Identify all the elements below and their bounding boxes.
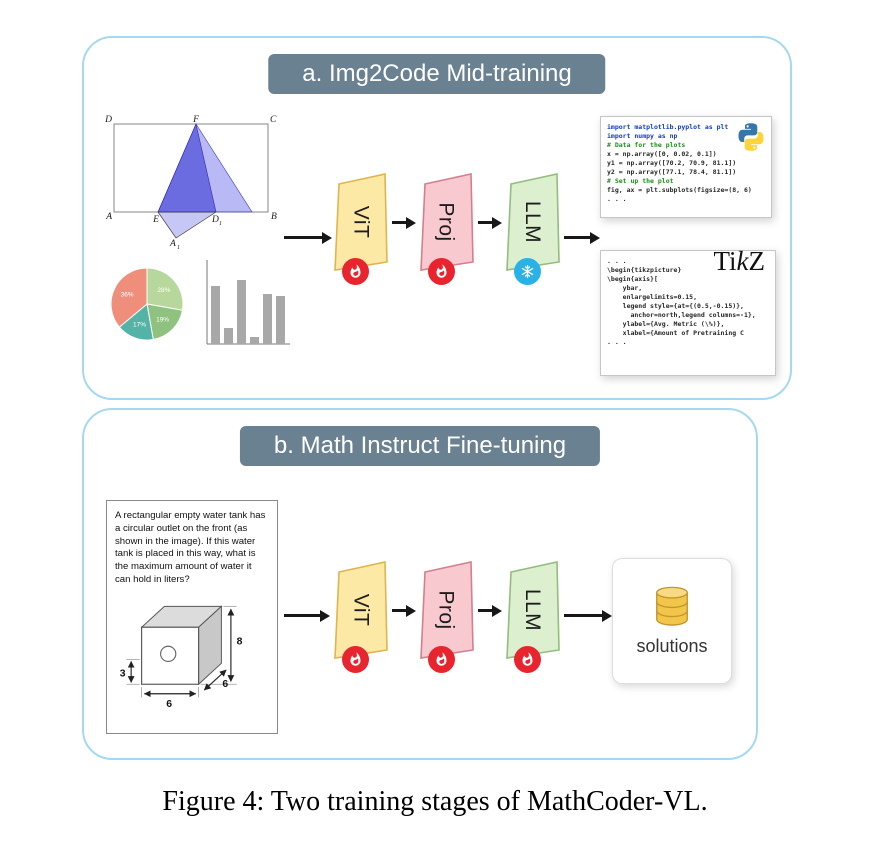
fire-icon bbox=[342, 646, 369, 673]
code-line: # Data for the plots bbox=[607, 141, 686, 149]
pie-slice-label: 36% bbox=[121, 292, 134, 299]
pie-slice-label: 19% bbox=[156, 317, 169, 324]
flow-arrow bbox=[284, 609, 330, 622]
dimension-label-width: 6 bbox=[166, 699, 172, 710]
figure-caption: Figure 4: Two training stages of MathCod… bbox=[162, 786, 708, 817]
code-line: # Set up the plot bbox=[607, 177, 674, 185]
math-problem-box: A rectangular empty water tank has a cir… bbox=[106, 500, 278, 734]
database-icon bbox=[656, 586, 688, 626]
code-line: fig, ax = plt.subplots(figsize=(8, 6) bbox=[607, 186, 752, 194]
code-line: ybar, bbox=[607, 284, 643, 292]
math-problem-text: A rectangular empty water tank has a cir… bbox=[115, 510, 266, 585]
code-line: . . . bbox=[607, 195, 627, 203]
dimension-label-depth: 6 bbox=[222, 679, 228, 690]
python-logo-icon bbox=[736, 122, 766, 152]
fire-icon bbox=[428, 258, 455, 285]
geo-label: D bbox=[104, 115, 112, 125]
geo-label: A bbox=[105, 212, 112, 222]
fire-icon bbox=[514, 646, 541, 673]
geo-label-sub: 1 bbox=[177, 245, 180, 250]
llm-block: LLM bbox=[502, 560, 562, 673]
vit-label: ViT bbox=[349, 593, 372, 627]
code-line: import numpy as np bbox=[607, 132, 678, 140]
code-line: y1 = np.array([70.2, 70.9, 81.1]) bbox=[607, 159, 737, 167]
proj-block: Proj bbox=[416, 172, 476, 285]
code-line: enlargelimits=0.15, bbox=[607, 293, 698, 301]
panel-math-instruct-finetuning: b. Math Instruct Fine-tuning A rectangul… bbox=[82, 408, 758, 760]
code-line: ylabel={Avg. Metric (\%)}, bbox=[607, 320, 725, 328]
code-line: \begin{tikzpicture} bbox=[607, 266, 682, 274]
vit-shape bbox=[334, 173, 388, 271]
flow-arrow bbox=[564, 609, 612, 622]
proj-label: Proj bbox=[434, 590, 458, 630]
code-line: import matplotlib.pyplot as plt bbox=[607, 123, 729, 131]
code-line: legend style={at={(0.5,-0.15)}, bbox=[607, 302, 744, 310]
fire-icon bbox=[428, 646, 455, 673]
flow-arrow bbox=[284, 231, 332, 244]
code-line: xlabel={Amount of Pretraining C bbox=[607, 329, 744, 337]
code-line: x = np.array([0, 0.02, 0.1]) bbox=[607, 150, 717, 158]
geo-label-sub: 1 bbox=[219, 221, 222, 227]
code-line: \begin{axis}[ bbox=[607, 275, 658, 283]
flow-arrow bbox=[564, 231, 600, 244]
pie-slice bbox=[110, 267, 148, 328]
vit-block: ViT bbox=[330, 560, 390, 673]
geo-label: D bbox=[211, 215, 219, 225]
vit-block: ViT bbox=[330, 172, 390, 285]
flow-arrow bbox=[392, 216, 416, 229]
panel-img2code-midtraining: a. Img2Code Mid-training D F C A E D 1 B… bbox=[82, 36, 792, 400]
flow-arrow bbox=[392, 604, 416, 617]
vit-shape bbox=[334, 561, 388, 659]
geo-label: B bbox=[271, 212, 277, 222]
vit-label: ViT bbox=[349, 205, 372, 239]
geo-label: A bbox=[169, 239, 176, 249]
proj-shape bbox=[420, 173, 474, 271]
panel-b-title: b. Math Instruct Fine-tuning bbox=[239, 426, 601, 466]
llm-label: LLM bbox=[520, 588, 544, 632]
solutions-label: solutions bbox=[636, 636, 708, 656]
code-line: y2 = np.array([77.1, 78.4, 81.1]) bbox=[607, 168, 737, 176]
water-tank-figure: 8 6 3 6 bbox=[120, 605, 243, 710]
geometry-figure: D F C A E D 1 B A 1 bbox=[104, 115, 277, 250]
llm-shape bbox=[506, 173, 560, 271]
flow-arrow bbox=[478, 604, 502, 617]
llm-label: LLM bbox=[520, 200, 544, 244]
dimension-label-inner-height: 3 bbox=[120, 668, 126, 679]
llm-block: LLM bbox=[502, 172, 562, 285]
pie-chart-illustration: 28% 19% 17% 36% bbox=[110, 267, 184, 341]
tikz-code-output: TikZ . . .\begin{tikzpicture}\begin{axis… bbox=[600, 246, 776, 376]
tikz-code-lines: . . .\begin{tikzpicture}\begin{axis}[ yb… bbox=[607, 257, 769, 347]
bar-chart-illustration bbox=[206, 260, 290, 345]
geo-label: E bbox=[152, 215, 159, 225]
flow-arrow bbox=[478, 216, 502, 229]
bar-chart-bars bbox=[211, 280, 285, 344]
dimension-label-height: 8 bbox=[237, 636, 243, 647]
llm-shape bbox=[506, 561, 560, 659]
geo-label: F bbox=[192, 115, 199, 125]
pie-slice bbox=[146, 303, 183, 341]
snowflake-icon bbox=[514, 258, 541, 285]
pie-slice-label: 28% bbox=[157, 287, 170, 294]
proj-label: Proj bbox=[434, 202, 458, 242]
panel-a-title: a. Img2Code Mid-training bbox=[268, 54, 606, 94]
proj-block: Proj bbox=[416, 560, 476, 673]
solutions-output-box: solutions bbox=[612, 558, 732, 684]
geo-label: C bbox=[270, 115, 277, 125]
code-line: . . . bbox=[607, 338, 627, 346]
fire-icon bbox=[342, 258, 369, 285]
pie-slice bbox=[146, 267, 184, 311]
pie-slice-label: 17% bbox=[133, 322, 146, 329]
code-line: . . . bbox=[607, 257, 627, 265]
tikz-logo: TikZ bbox=[713, 246, 765, 276]
proj-shape bbox=[420, 561, 474, 659]
code-line: anchor=north,legend columns=-1}, bbox=[607, 311, 756, 319]
